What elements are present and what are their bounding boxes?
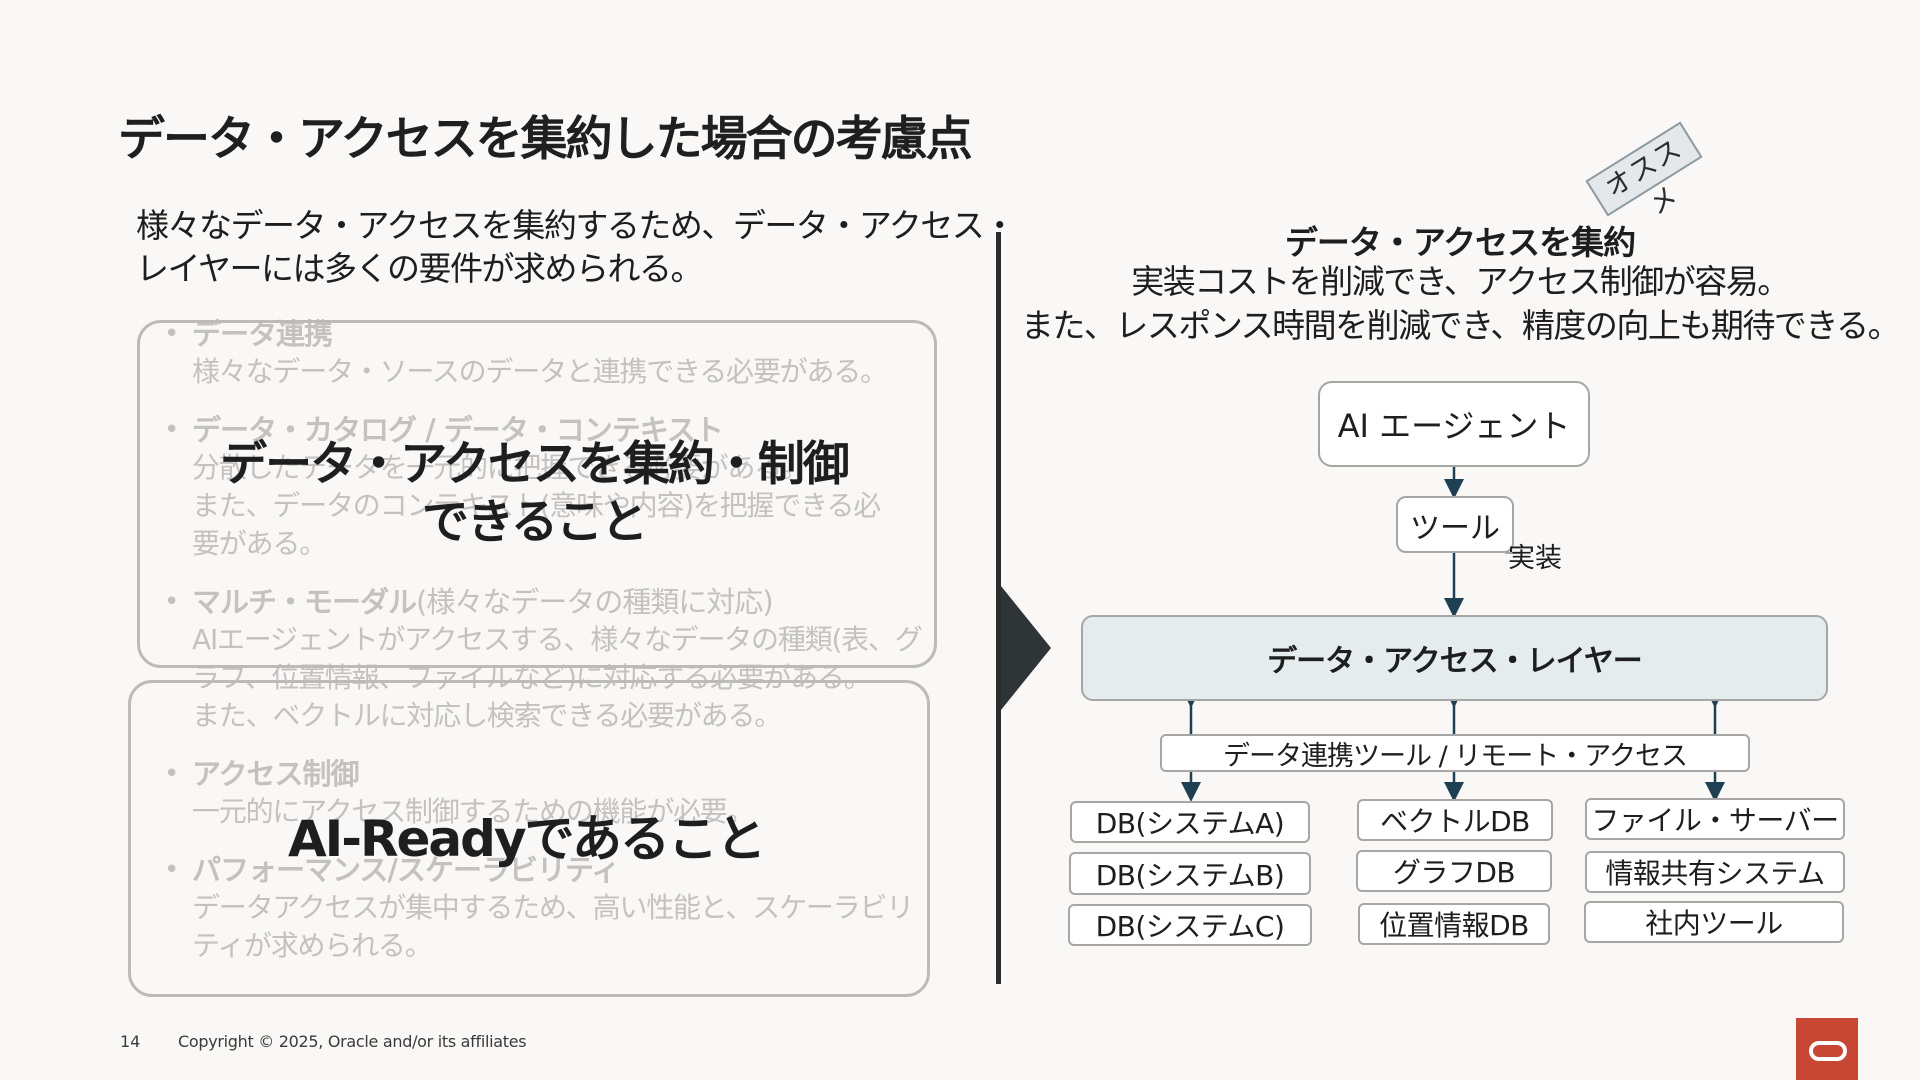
data-source-box: 社内ツール	[1584, 901, 1844, 943]
requirement-body: データアクセスが集中するため、高い性能と、スケーラビリ ティが求められる。	[192, 891, 914, 962]
callout-box	[128, 680, 930, 997]
ai-agent-box: AI エージェント	[1318, 381, 1590, 467]
requirement-item: パフォーマンス/スケーラビリティ データアクセスが集中するため、高い性能と、スケ…	[160, 851, 914, 965]
data-source-box: ファイル・サーバー	[1585, 798, 1845, 840]
callout-text: データ・アクセスを集約・制御 できること	[220, 437, 850, 550]
data-source-box: 情報共有システム	[1585, 851, 1845, 893]
requirement-heading: アクセス制御	[192, 757, 360, 791]
requirement-heading: マルチ・モーダル(様々なデータの種類に対応)	[192, 585, 774, 619]
data-access-layer-box: データ・アクセス・レイヤー	[1081, 615, 1828, 701]
data-source-box: グラフDB	[1356, 850, 1552, 892]
copyright-text: Copyright © 2025, Oracle and/or its affi…	[178, 1032, 527, 1051]
page-number: 14	[120, 1032, 141, 1051]
requirement-heading: データ・カタログ / データ・コンテキスト	[192, 413, 724, 447]
oracle-logo	[1796, 1018, 1858, 1080]
requirement-body: 分散したデータを一元的に把握できる必要がある。 また、データのコンテキスト(意味…	[192, 451, 881, 560]
requirement-body: 一元的にアクセス制御するための機能が必要。	[192, 795, 755, 828]
requirement-heading: パフォーマンス/スケーラビリティ	[192, 853, 620, 887]
tool-box: ツール	[1396, 496, 1514, 553]
requirement-item: アクセス制御 一元的にアクセス制御するための機能が必要。	[160, 755, 910, 831]
requirement-item: マルチ・モーダル(様々なデータの種類に対応) AIエージェントがアクセスする、様…	[160, 583, 923, 735]
intro-line: 様々なデータ・アクセスを集約するため、データ・アクセス・	[136, 206, 1016, 245]
slide-title: データ・アクセスを集約した場合の考慮点	[118, 112, 973, 167]
recommendation-heading: データ・アクセスを集約	[1284, 223, 1636, 262]
requirement-body: 様々なデータ・ソースのデータと連携できる必要がある。	[192, 355, 888, 388]
callout-text: AI-Readyであること	[287, 810, 766, 868]
integration-bar: データ連携ツール / リモート・アクセス	[1160, 734, 1750, 772]
data-source-box: DB(システムB)	[1069, 852, 1311, 895]
vertical-divider	[996, 232, 1001, 984]
requirements-list: データ連携 様々なデータ・ソースのデータと連携できる必要がある。 データ・カタロ…	[160, 315, 923, 985]
data-source-box: 位置情報DB	[1358, 903, 1550, 945]
implementation-label: 実装	[1508, 543, 1562, 574]
intro-text: 様々なデータ・アクセスを集約するため、データ・アクセス・ レイヤーには多くの要件…	[136, 204, 1016, 290]
data-source-box: DB(システムC)	[1068, 904, 1312, 946]
intro-line: レイヤーには多くの要件が求められる。	[136, 249, 704, 288]
requirement-item: データ・カタログ / データ・コンテキスト 分散したデータを一元的に把握できる必…	[160, 411, 910, 563]
data-source-box: ベクトルDB	[1357, 799, 1553, 841]
requirement-item: データ連携 様々なデータ・ソースのデータと連携できる必要がある。	[160, 315, 910, 391]
recommendation-description: 実装コストを削減でき、アクセス制御が容易。 また、レスポンス時間を削減でき、精度…	[1020, 262, 1901, 345]
oracle-ring-icon	[1809, 1041, 1847, 1061]
arrow-right-marker	[1001, 586, 1051, 710]
callout-box	[137, 320, 937, 668]
data-source-box: DB(システムA)	[1070, 801, 1310, 843]
recommend-stamp: オススメ	[1585, 121, 1703, 221]
